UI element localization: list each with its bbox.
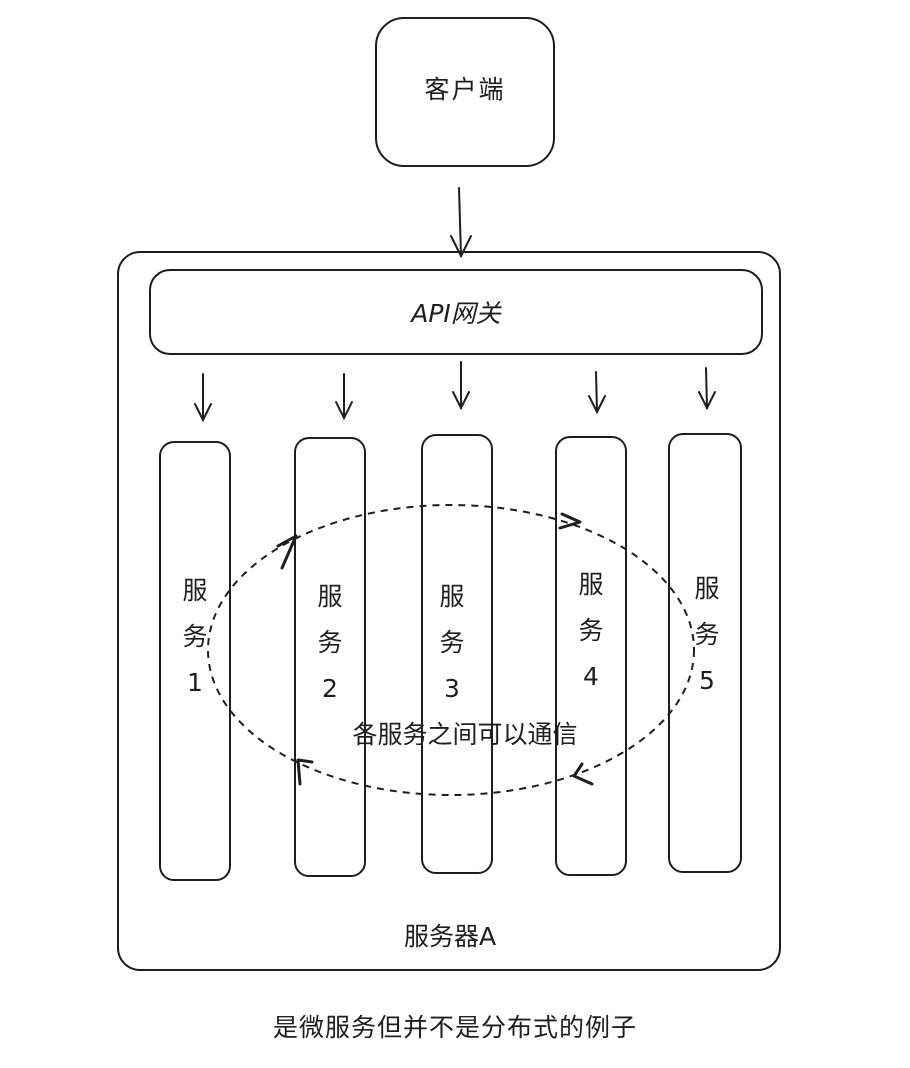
gateway-arrow-1 — [194, 373, 212, 423]
cycle-arrowhead-top-left — [276, 534, 298, 570]
service-column-3 — [421, 434, 493, 874]
client-to-gateway-arrow — [450, 187, 472, 259]
communication-label: 各服务之间可以通信 — [352, 720, 578, 749]
server-box — [117, 251, 781, 971]
diagram-caption: 是微服务但并不是分布式的例子 — [272, 1013, 637, 1042]
cycle-arrowhead-bottom-right — [572, 762, 594, 786]
service-column-2 — [294, 437, 366, 877]
gateway-arrow-3 — [452, 361, 470, 411]
service-column-4 — [555, 436, 627, 876]
service-column-1 — [159, 441, 231, 881]
gateway-label: API网关 — [411, 299, 501, 328]
gateway-arrow-5 — [698, 367, 716, 411]
cycle-arrowhead-bottom-left — [296, 758, 314, 786]
gateway-arrow-4 — [588, 371, 606, 415]
client-box — [375, 17, 555, 167]
server-label: 服务器A — [403, 922, 497, 951]
service-column-5 — [668, 433, 742, 873]
gateway-box — [149, 269, 763, 355]
gateway-arrow-2 — [335, 373, 353, 421]
cycle-arrowhead-top-right — [558, 512, 582, 530]
client-label: 客户端 — [424, 75, 506, 104]
communication-ellipse — [207, 504, 695, 796]
